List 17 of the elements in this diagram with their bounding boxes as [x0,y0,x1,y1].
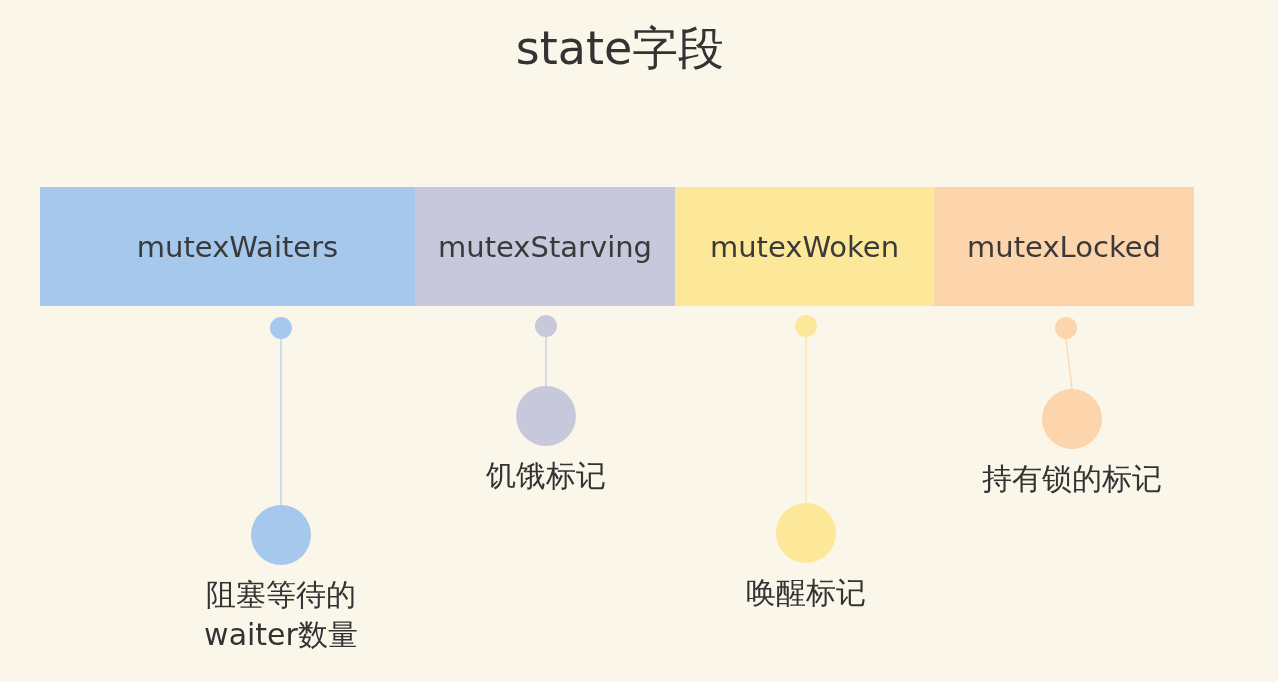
flag-description: 唤醒标记 [746,574,866,612]
connector-line [805,336,807,504]
small-circle [535,315,557,337]
flag-description: 阻塞等待的waiter数量 [203,576,359,654]
small-circle [795,315,817,337]
connector-line [280,338,282,506]
flag-description: 饥饿标记 [486,457,606,495]
bit-field-segment: mutexStarving [415,187,675,306]
bit-field-segment: mutexWaiters [40,187,415,306]
connector-line [1065,338,1073,390]
bit-field-segment: mutexLocked [934,187,1194,306]
flag-description: 持有锁的标记 [982,460,1162,498]
small-circle [1055,317,1077,339]
small-circle [270,317,292,339]
connector-line [545,336,547,387]
bit-field-segment: mutexWoken [675,187,934,306]
diagram-title: state字段 [514,20,726,77]
